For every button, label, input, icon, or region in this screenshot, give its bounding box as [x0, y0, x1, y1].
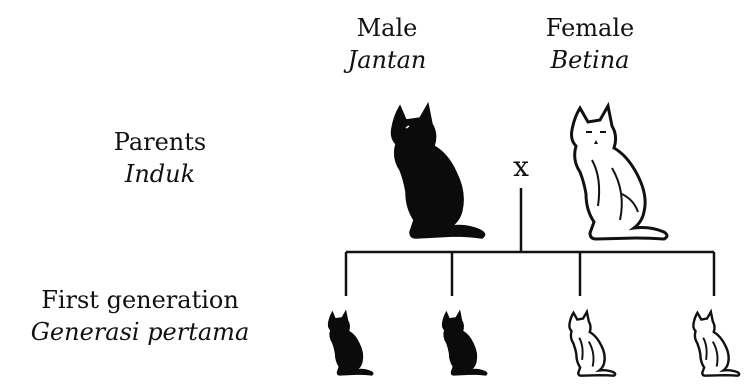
- offspring-cat-1-icon: [328, 311, 373, 375]
- female-parent-cat-icon: [572, 106, 668, 239]
- pedigree-lines: [346, 188, 714, 296]
- offspring-cat-2-icon: [442, 311, 487, 375]
- male-parent-cat-icon: [392, 104, 485, 238]
- cross-symbol: x: [513, 150, 529, 183]
- offspring-cat-3-icon: [569, 312, 615, 376]
- offspring-cat-4-icon: [693, 312, 739, 376]
